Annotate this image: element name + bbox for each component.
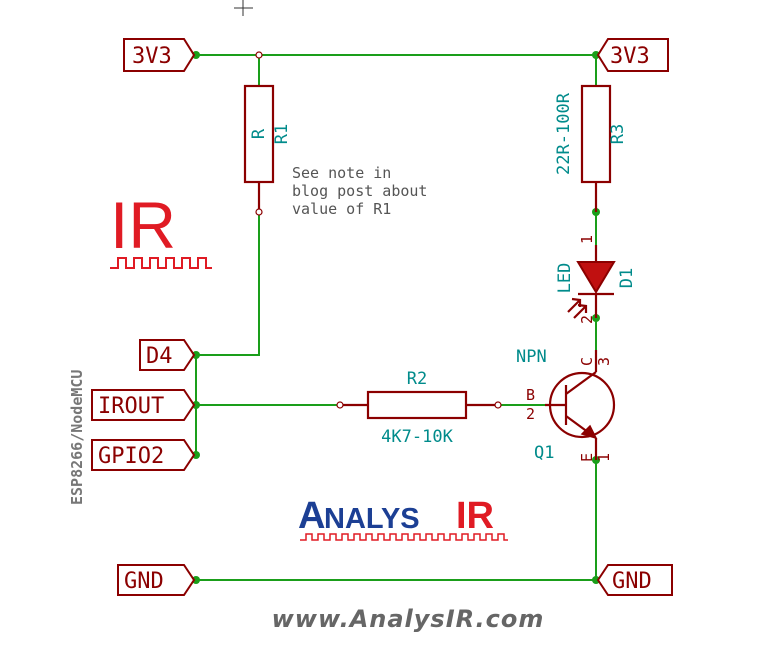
net-label-3v3-left: 3V3 (123, 38, 196, 72)
net-label-irout: IROUT (91, 389, 196, 421)
svg-text:3V3: 3V3 (610, 44, 650, 69)
q1-ref: Q1 (534, 443, 554, 463)
r1-value: R (249, 128, 269, 139)
led-light-arrows-icon (567, 297, 588, 319)
r3-value: 22R-100R (554, 92, 574, 175)
svg-text:E: E (578, 453, 596, 462)
net-label-d4: D4 (139, 339, 196, 371)
r2-value: 4K7-10K (381, 427, 453, 447)
led-d1: 1 2 LED D1 (555, 235, 637, 324)
svg-text:3V3: 3V3 (132, 44, 172, 69)
resistor-r3: 22R-100R R3 (554, 84, 628, 212)
d1-value: LED (555, 263, 575, 294)
svg-text:C: C (578, 357, 596, 366)
q1-type: NPN (516, 347, 547, 367)
website-url: www.AnalysIR.com (272, 605, 545, 633)
svg-text:1: 1 (578, 235, 596, 244)
crosshair-cursor-icon (234, 0, 253, 16)
svg-text:IROUT: IROUT (98, 394, 164, 419)
r1-ref: R1 (272, 124, 292, 144)
analysir-logo: A NALYS IR (298, 495, 508, 541)
svg-text:1: 1 (595, 453, 613, 462)
net-label-gpio2: GPIO2 (91, 439, 196, 471)
junction-dots (192, 51, 600, 584)
r2-ref: R2 (407, 369, 427, 389)
svg-text:2: 2 (526, 405, 535, 423)
svg-text:B: B (526, 386, 535, 404)
svg-text:IR: IR (456, 495, 494, 537)
resistor-r2: R2 4K7-10K (336, 369, 502, 447)
transistor-q1: NPN Q1 B 2 C 3 E 1 (516, 347, 616, 463)
svg-text:GPIO2: GPIO2 (98, 444, 164, 469)
net-label-gnd-right: GND (596, 564, 673, 596)
net-label-3v3-right: 3V3 (596, 38, 669, 72)
r3-ref: R3 (608, 124, 628, 144)
svg-text:IR: IR (110, 188, 176, 262)
svg-text:blog post about: blog post about (292, 182, 427, 200)
board-label: ESP8266/NodeMCU (68, 370, 86, 505)
svg-text:GND: GND (612, 569, 652, 594)
svg-text:2: 2 (578, 315, 596, 324)
svg-text:A: A (298, 495, 325, 537)
resistor-r1: R R1 (243, 51, 292, 216)
d1-ref: D1 (617, 268, 637, 288)
r1-note: See note in blog post about value of R1 (292, 164, 427, 218)
svg-text:See note in: See note in (292, 164, 391, 182)
svg-text:NALYS: NALYS (324, 503, 420, 535)
svg-text:3: 3 (595, 357, 613, 366)
svg-text:D4: D4 (146, 344, 173, 369)
net-label-gnd-left: GND (117, 564, 196, 596)
svg-text:GND: GND (124, 569, 164, 594)
ir-logo: IR (110, 188, 212, 269)
svg-text:value of R1: value of R1 (292, 200, 391, 218)
